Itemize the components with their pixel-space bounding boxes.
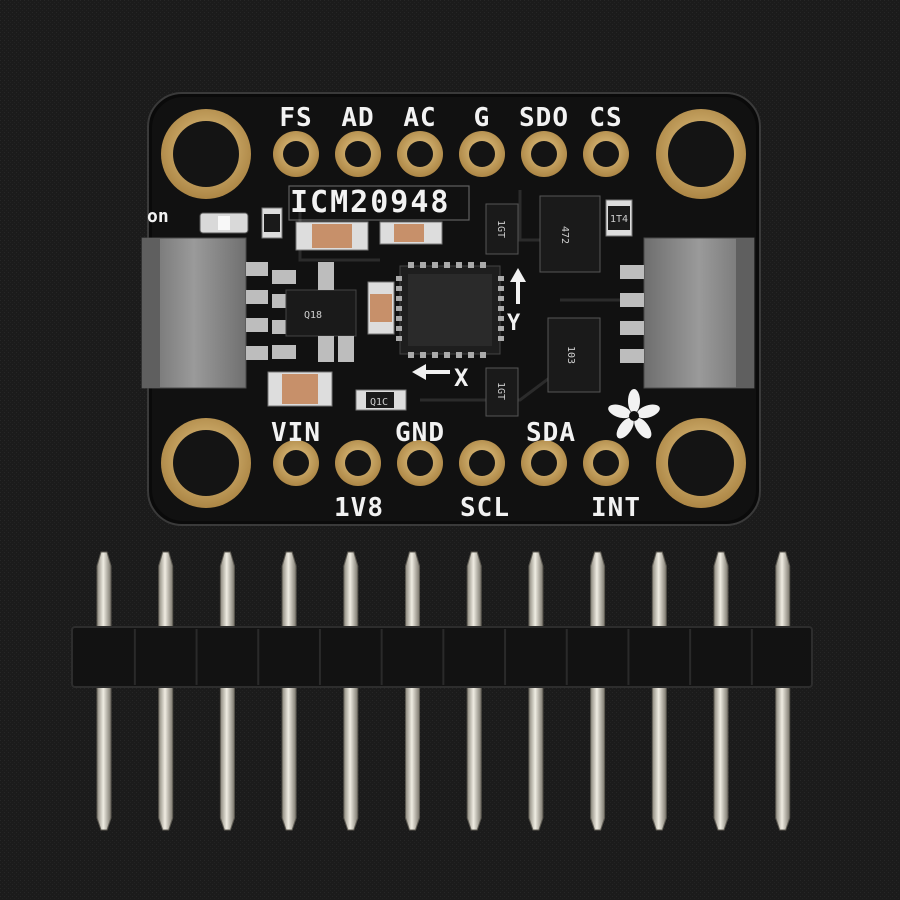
pin-label-sda: SDA (526, 418, 576, 448)
pin-label-vin: VIN (271, 418, 321, 448)
pin-pad (273, 131, 319, 177)
pin-label-scl: SCL (460, 493, 510, 523)
transistor-mark-bottom: 1GT (495, 382, 506, 400)
stemma-connector-left (141, 237, 268, 389)
top-pin-labels: FS AD AC G SDO CS (279, 103, 622, 133)
transistor-mark-top: 1GT (495, 220, 506, 238)
level-shifter-ics: 472 103 1GT 1GT Q1C 1T4 (370, 195, 628, 417)
ic-mark-472: 472 (559, 226, 570, 244)
pin-pad (335, 440, 381, 486)
stemma-connector-right (620, 237, 755, 389)
bottom-pin-pads (273, 440, 629, 486)
header-pin (466, 551, 482, 831)
header-pin (219, 551, 235, 831)
pin-label-ad: AD (341, 103, 374, 133)
pcb-board: FS AD AC G SDO CS ICM20948 on (141, 92, 761, 526)
pin-label-1v8: 1V8 (334, 493, 384, 523)
adafruit-logo (608, 389, 660, 439)
axis-indicator: X Y (412, 268, 526, 392)
voltage-regulator: Q18 (272, 262, 357, 362)
header-pin (96, 551, 112, 831)
pin-label-g: G (474, 103, 491, 133)
header-pin (713, 551, 729, 831)
pin-pad (583, 440, 629, 486)
pin-label-fs: FS (279, 103, 312, 133)
header-pin (343, 551, 359, 831)
pin-label-cs: CS (589, 103, 622, 133)
imu-chip (396, 262, 504, 358)
header-pin (528, 551, 544, 831)
pin-header (71, 551, 813, 831)
regulator-mark: Q18 (304, 310, 322, 321)
passive-components (261, 199, 633, 411)
header-pin (775, 551, 791, 831)
chip-label: ICM20948 (290, 185, 451, 220)
pin-label-int: INT (591, 493, 641, 523)
pin-label-sdo: SDO (519, 103, 569, 133)
mounting-hole (161, 109, 746, 508)
pin-pad (459, 131, 505, 177)
top-pin-pads (273, 131, 629, 177)
led-label: on (147, 206, 169, 227)
pin-pad (459, 440, 505, 486)
pin-pad (273, 440, 319, 486)
pin-pad (397, 440, 443, 486)
header-pin (405, 551, 420, 831)
header-pin (651, 551, 667, 831)
pin-pad (335, 131, 381, 177)
header-pin (590, 551, 606, 831)
pin-pad (521, 131, 567, 177)
pin-label-ac: AC (403, 103, 436, 133)
resistor-mark: 1T4 (610, 214, 628, 225)
pin-label-gnd: GND (395, 418, 445, 448)
header-pin (281, 551, 297, 831)
header-pin (158, 551, 174, 831)
axis-y-label: Y (507, 311, 521, 336)
pin-pad (397, 131, 443, 177)
pin-pad (521, 440, 567, 486)
diode-mark: Q1C (370, 397, 388, 408)
axis-x-label: X (454, 364, 469, 392)
ic-mark-103: 103 (565, 346, 576, 364)
bottom-pin-labels: VIN GND SDA 1V8 SCL INT (271, 418, 641, 523)
pin-pad (583, 131, 629, 177)
